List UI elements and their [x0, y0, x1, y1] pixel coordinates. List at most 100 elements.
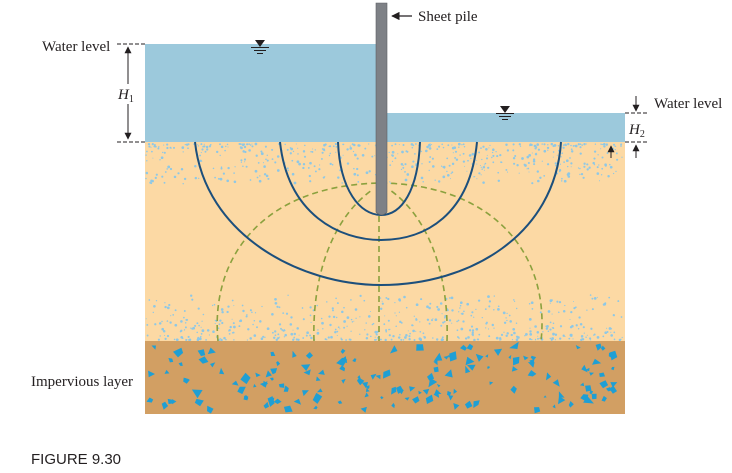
soil-speckle — [390, 338, 393, 341]
soil-speckle — [181, 146, 185, 149]
soil-speckle — [479, 164, 481, 167]
soil-speckle — [322, 176, 325, 179]
soil-speckle — [450, 172, 452, 175]
soil-speckle — [411, 146, 414, 149]
soil-speckle — [503, 321, 507, 324]
soil-speckle — [470, 157, 472, 160]
soil-speckle — [336, 334, 338, 337]
soil-speckle — [341, 182, 343, 184]
soil-speckle — [572, 300, 575, 303]
soil-speckle — [310, 336, 313, 340]
soil-speckle — [608, 296, 611, 299]
soil-speckle — [219, 319, 222, 322]
soil-speckle — [559, 325, 563, 328]
soil-speckle — [343, 306, 345, 309]
soil-speckle — [292, 338, 295, 341]
soil-speckle — [284, 143, 286, 146]
impervious-stone — [585, 385, 592, 392]
soil-speckle — [552, 322, 555, 325]
soil-speckle — [464, 165, 466, 167]
soil-speckle — [478, 151, 481, 154]
soil-speckle — [260, 152, 264, 156]
soil-speckle — [295, 143, 297, 145]
soil-speckle — [225, 145, 227, 148]
soil-speckle — [528, 154, 532, 157]
soil-speckle — [316, 332, 320, 335]
soil-speckle — [224, 149, 226, 152]
soil-speckle — [513, 162, 516, 165]
soil-speckle — [580, 334, 584, 338]
soil-speckle — [329, 152, 332, 155]
soil-speckle — [610, 331, 612, 333]
soil-speckle — [574, 145, 576, 147]
impervious-stone — [151, 345, 156, 350]
soil-speckle — [374, 336, 376, 338]
soil-speckle — [284, 333, 287, 337]
soil-speckle — [219, 154, 221, 157]
soil-speckle — [336, 330, 339, 333]
soil-speckle — [200, 143, 203, 146]
soil-speckle — [253, 334, 257, 337]
soil-speckle — [278, 306, 281, 309]
soil-speckle — [365, 336, 369, 340]
soil-speckle — [334, 142, 338, 146]
soil-speckle — [152, 157, 154, 159]
equipotential-right-1 — [389, 189, 448, 342]
soil-speckle — [289, 152, 292, 155]
soil-speckle — [476, 178, 478, 180]
soil-speckle — [593, 163, 596, 166]
soil-speckle — [310, 321, 312, 323]
soil-speckle — [441, 313, 443, 315]
soil-speckle — [491, 151, 494, 154]
soil-speckle — [316, 304, 319, 307]
soil-speckle — [476, 163, 478, 165]
soil-speckle — [335, 146, 338, 148]
impervious-stone — [465, 356, 475, 366]
soil-speckle — [411, 165, 414, 168]
impervious-stone — [610, 382, 618, 388]
soil-speckle — [303, 155, 307, 158]
soil-speckle — [311, 150, 313, 153]
soil-speckle — [526, 168, 528, 170]
soil-speckle — [222, 172, 225, 175]
soil-speckle — [586, 168, 589, 171]
soil-speckle — [200, 152, 202, 154]
soil-speckle — [431, 165, 435, 168]
soil-speckle — [245, 165, 248, 168]
soil-speckle — [436, 148, 439, 150]
soil-speckle — [151, 179, 154, 183]
soil-speckle — [554, 339, 557, 341]
soil-speckle — [350, 299, 352, 301]
soil-speckle — [459, 304, 462, 307]
soil-speckle — [203, 143, 205, 145]
soil-speckle — [457, 142, 461, 146]
soil-speckle — [518, 172, 520, 174]
soil-speckle — [420, 150, 423, 153]
soil-speckle — [525, 333, 528, 336]
soil-speckle — [359, 316, 361, 318]
soil-speckle — [271, 148, 274, 151]
soil-speckle — [233, 339, 235, 341]
soil-speckle — [534, 147, 537, 150]
soil-speckle — [529, 145, 531, 147]
soil-speckle — [334, 328, 337, 331]
impervious-stone — [592, 358, 602, 365]
soil-speckle — [146, 334, 149, 337]
soil-speckle — [292, 150, 295, 153]
soil-speckle — [310, 151, 312, 153]
soil-speckle — [174, 323, 178, 327]
soil-speckle — [413, 339, 416, 341]
soil-speckle — [570, 162, 573, 165]
soil-speckle — [371, 155, 374, 158]
impervious-stone — [263, 401, 269, 409]
soil-speckle — [327, 336, 330, 339]
soil-speckle — [201, 329, 205, 333]
equipotential-lines — [216, 182, 543, 342]
flow-line-3 — [194, 141, 562, 287]
soil-speckle — [428, 147, 432, 150]
soil-speckle — [529, 330, 532, 333]
soil-speckle — [491, 323, 495, 327]
soil-speckle — [302, 166, 305, 170]
soil-speckle — [391, 154, 393, 156]
soil-speckle — [166, 146, 169, 150]
